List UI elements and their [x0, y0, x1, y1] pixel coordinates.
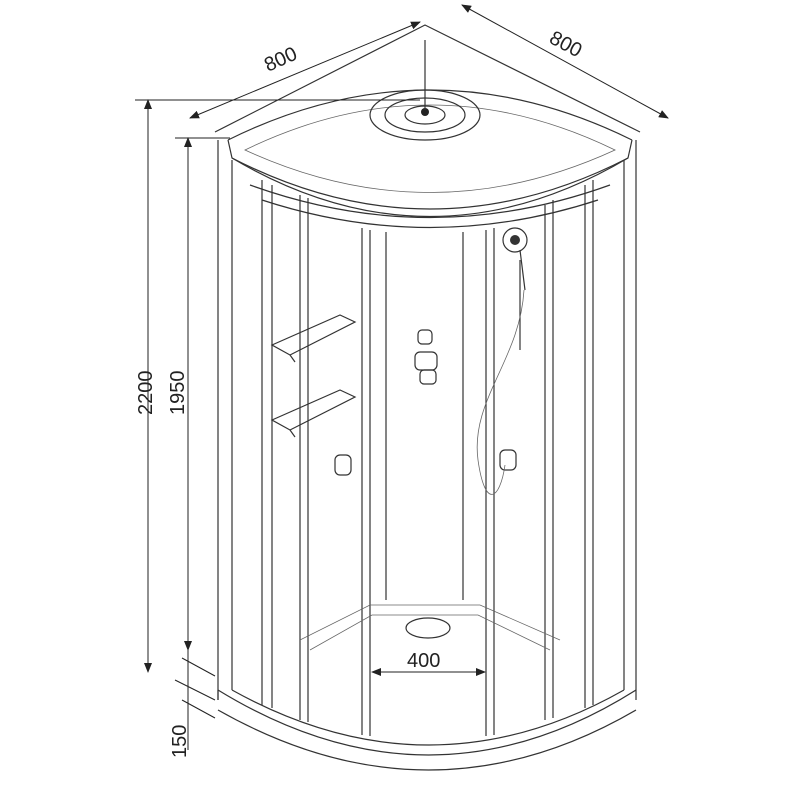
dimension-total-height: 2200 [135, 371, 157, 416]
dimension-width-right: 800 [546, 27, 586, 62]
dimension-door-width: 400 [407, 650, 440, 672]
shelves [270, 314, 357, 438]
dimension-tray-height: 150 [169, 725, 191, 758]
hand-shower [476, 227, 528, 495]
dimension-cabin-height: 1950 [167, 371, 189, 416]
shower-tray [217, 604, 637, 771]
wall-fittings [334, 329, 517, 476]
dimension-width-left: 800 [261, 43, 300, 77]
cabin-frame [217, 140, 637, 736]
dimension-lines [135, 4, 669, 750]
